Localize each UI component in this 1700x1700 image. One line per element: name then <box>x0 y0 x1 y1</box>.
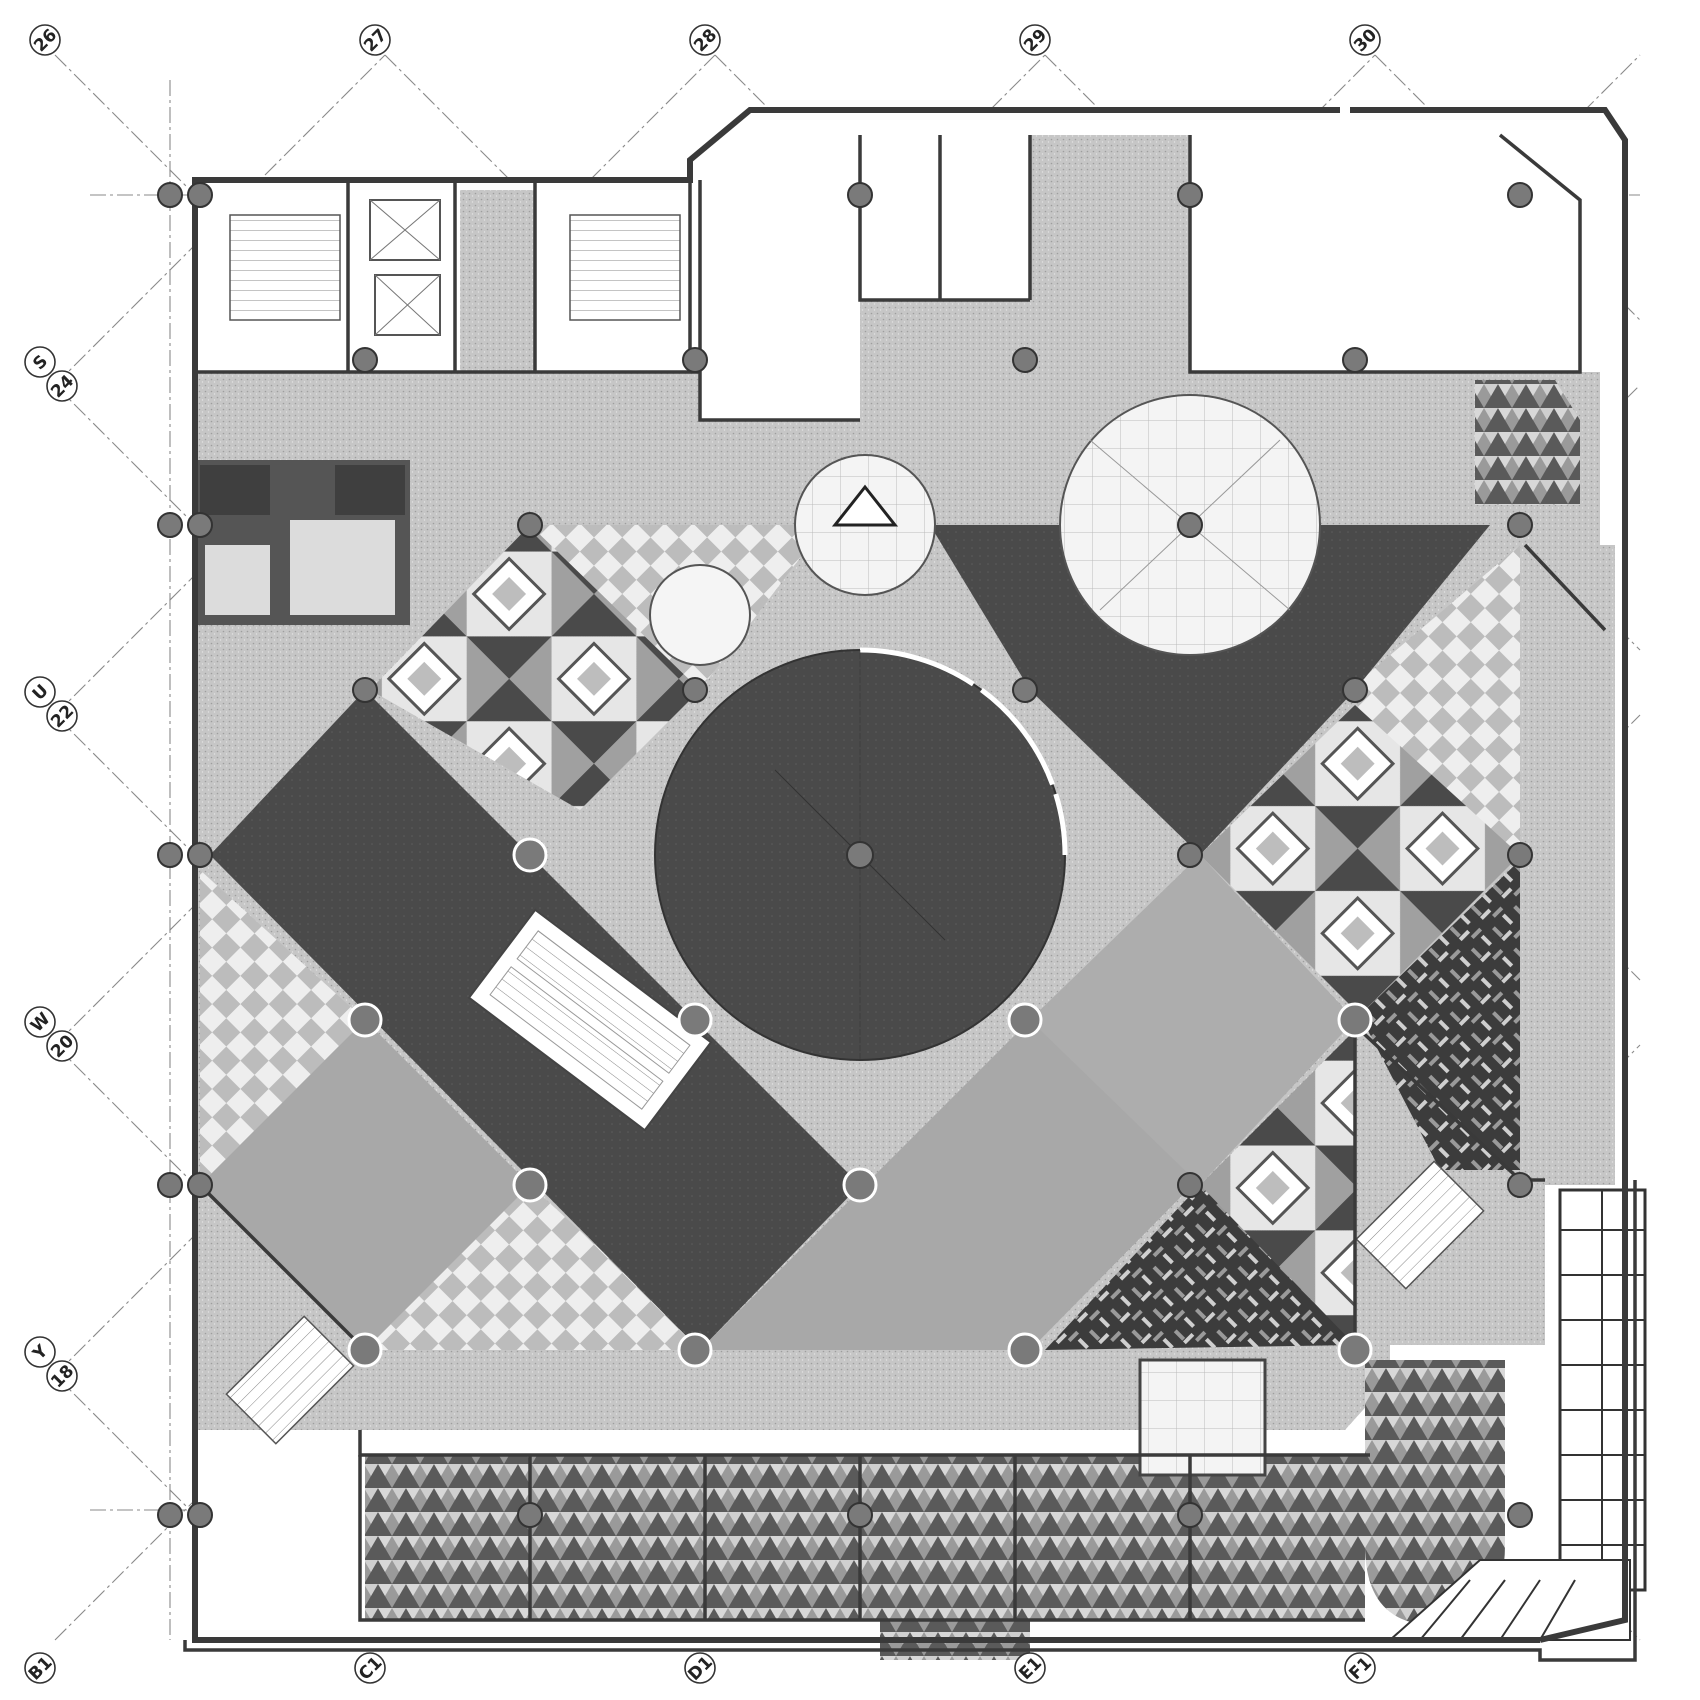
grid-bubble-bottom-2: C1 <box>354 1652 386 1684</box>
grid-bubble-left-w: W 20 <box>24 1006 78 1062</box>
quilt-tile-zone-north <box>370 525 700 810</box>
mosaic-tile-apse-southeast <box>1365 1360 1505 1625</box>
grid-labels-left: S 24 U 22 W 20 Y 18 <box>24 346 78 1392</box>
east-corridor <box>1520 545 1615 1185</box>
grid-bubble-left-u: U 22 <box>24 676 78 732</box>
grid-bubble-top-1: 26 <box>29 24 61 56</box>
grid-labels-top: 26 27 28 29 30 <box>29 24 1381 56</box>
stair-north-east <box>569 214 681 321</box>
grid-bubble-left-y: Y 18 <box>24 1336 78 1392</box>
walls <box>183 107 1637 1662</box>
triangle-marker-icon <box>831 484 899 527</box>
grid-bubble-bottom-3: D1 <box>684 1652 717 1685</box>
grid-bubble-top-4: 29 <box>1019 24 1051 56</box>
checker-tile-area-south <box>365 1185 710 1350</box>
herringbone-tile-zone-east <box>1360 860 1520 1170</box>
secondary-stairs <box>225 1160 1647 1641</box>
grid-bubble-bottom-5: F1 <box>1344 1652 1376 1684</box>
round-planter <box>649 564 751 666</box>
stair-east <box>1355 1160 1485 1290</box>
north-corridor <box>1030 135 1190 375</box>
stair-south-west <box>225 1315 355 1445</box>
grid-bubble-bottom-1: B1 <box>24 1652 57 1685</box>
grid-bubble-top-2: 27 <box>359 24 391 56</box>
north-service-core <box>195 180 681 625</box>
core-corridor <box>460 190 535 375</box>
dark-floor-band-northeast <box>930 525 1490 855</box>
escalator <box>467 908 713 1132</box>
grid-bubble-top-5: 30 <box>1349 24 1381 56</box>
herringbone-tile-zone-south <box>1045 1185 1355 1350</box>
grid-bubble-top-3: 28 <box>689 24 721 56</box>
stair-north-west <box>229 214 341 321</box>
checker-tile-area-west <box>200 870 365 1185</box>
mid-floor-diamond-east <box>1030 855 1355 1185</box>
quilt-tile-zone-east <box>1200 705 1520 1015</box>
grid-bubble-bottom-4: E1 <box>1014 1652 1046 1684</box>
mosaic-tile-strip-south <box>365 1455 1365 1620</box>
columns <box>157 182 1533 1528</box>
grid-tile-pad-south <box>1138 1358 1267 1477</box>
mosaic-tile-corner-northeast <box>1475 380 1580 505</box>
grid-labels-bottom: B1 C1 D1 E1 F1 <box>24 1652 1376 1685</box>
grid-bubble-left-s: S 24 <box>24 346 78 402</box>
